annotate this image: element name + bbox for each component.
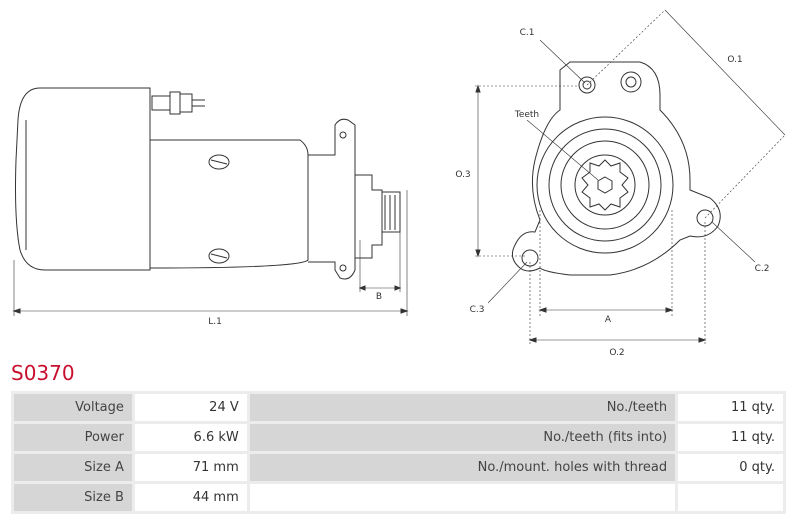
- table-row: Voltage 24 V No./teeth 11 qty.: [14, 394, 783, 421]
- table-row: Size B 44 mm: [14, 484, 783, 511]
- spec-value-voltage: 24 V: [134, 394, 247, 421]
- spec-label-teeth: No./teeth: [249, 394, 676, 421]
- spec-value-size-b: 44 mm: [134, 484, 247, 511]
- part-code: S0370: [11, 361, 75, 385]
- dim-label-o3: O.3: [455, 170, 470, 180]
- dim-label-c2: C.2: [755, 264, 770, 274]
- dim-label-b: B: [376, 292, 382, 302]
- specs-table: Voltage 24 V No./teeth 11 qty. Power 6.6…: [11, 391, 786, 514]
- spec-label-power: Power: [14, 424, 132, 451]
- spec-blank-cell: [678, 484, 783, 511]
- spec-value-teeth: 11 qty.: [678, 394, 783, 421]
- dim-label-l1: L.1: [208, 317, 222, 327]
- dim-label-o1: O.1: [727, 55, 742, 65]
- spec-blank-cell: [249, 484, 676, 511]
- spec-value-power: 6.6 kW: [134, 424, 247, 451]
- dim-label-c1: C.1: [520, 28, 535, 38]
- dim-label-c3: C.3: [470, 305, 485, 315]
- dim-label-teeth: Teeth: [514, 110, 539, 120]
- front-flange-outline: [511, 61, 721, 276]
- spec-label-mount-holes: No./mount. holes with thread: [249, 454, 676, 481]
- spec-label-voltage: Voltage: [14, 394, 132, 421]
- table-row: Size A 71 mm No./mount. holes with threa…: [14, 454, 783, 481]
- starter-motor-drawing: B L.1 C.1 O.1 Teeth O.3 C.2 C.3 A O.2: [12, 9, 786, 358]
- spec-value-teeth-fits: 11 qty.: [678, 424, 783, 451]
- spec-label-size-a: Size A: [14, 454, 132, 481]
- technical-drawing: B L.1 C.1 O.1 Teeth O.3 C.2 C.3 A O.2: [12, 9, 786, 358]
- dim-label-a: A: [605, 315, 612, 325]
- side-view: [12, 87, 409, 316]
- dim-label-o2: O.2: [609, 348, 624, 358]
- table-row: Power 6.6 kW No./teeth (fits into) 11 qt…: [14, 424, 783, 451]
- spec-value-mount-holes: 0 qty.: [678, 454, 783, 481]
- spec-label-size-b: Size B: [14, 484, 132, 511]
- spec-value-size-a: 71 mm: [134, 454, 247, 481]
- motor-cover-outline: [15, 87, 151, 271]
- spec-label-teeth-fits: No./teeth (fits into): [249, 424, 676, 451]
- pinion-gear: [581, 159, 629, 211]
- front-view: [475, 9, 786, 345]
